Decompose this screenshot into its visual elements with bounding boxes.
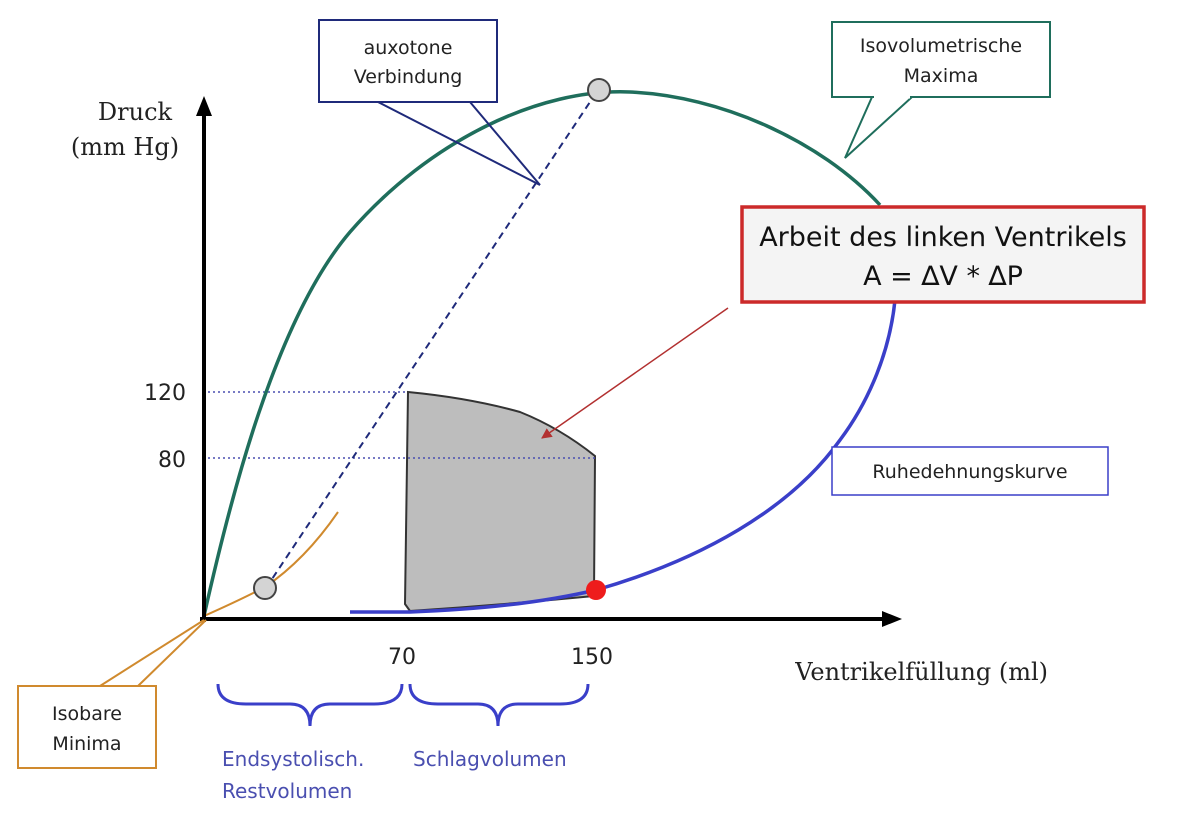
auxotone-label-line1: auxotone: [364, 37, 453, 59]
ruhedehnung-label: Ruhedehnungskurve: [872, 461, 1067, 483]
work-box: Arbeit des linken Ventrikels A = ∆V * ∆P: [740, 205, 1146, 304]
auxotone-label-line2: Verbindung: [354, 66, 463, 88]
brace-endsystolic: [216, 683, 404, 727]
y-axis-arrowhead: [196, 96, 212, 116]
x-tick-150: 150: [571, 645, 613, 670]
isobare-label-line1: Isobare: [52, 703, 122, 725]
work-arrow: [541, 307, 729, 439]
schlagvolumen-label: Schlagvolumen: [413, 747, 567, 771]
ruhedehnungskurve-curve: [350, 299, 897, 614]
auxotone-callout: auxotone Verbindung: [318, 19, 541, 186]
y-tick-80: 80: [158, 448, 186, 473]
y-axis-title-line1: Druck: [98, 98, 173, 126]
isovolumetric-label-line1: Isovolumetrische: [860, 35, 1022, 57]
red-point: [586, 580, 606, 600]
isovolumetric-callout: Isovolumetrische Maxima: [831, 21, 1051, 159]
endsystolic-label-line2: Restvolumen: [222, 779, 352, 803]
work-area: [403, 390, 597, 613]
grey-point-bottom: [253, 576, 277, 600]
ruhedehnung-box: Ruhedehnungskurve: [831, 446, 1109, 496]
grey-point-top: [587, 78, 611, 102]
isovolumetric-label-line2: Maxima: [904, 65, 979, 87]
work-label-line2: A = ∆V * ∆P: [863, 261, 1023, 292]
endsystolic-label-line1: Endsystolisch.: [222, 747, 364, 771]
isobare-label-line2: Minima: [52, 733, 121, 755]
y-axis-title-line2: (mm Hg): [71, 133, 179, 161]
x-axis-arrowhead: [882, 611, 902, 627]
x-axis-title: Ventrikelfüllung (ml): [794, 658, 1048, 686]
brace-schlagvolumen: [408, 683, 590, 727]
work-label-line1: Arbeit des linken Ventrikels: [759, 222, 1127, 253]
isobare-callout: Isobare Minima: [17, 619, 207, 769]
auxotone-line: [265, 89, 599, 589]
x-tick-70: 70: [388, 645, 416, 670]
y-tick-120: 120: [144, 381, 186, 406]
